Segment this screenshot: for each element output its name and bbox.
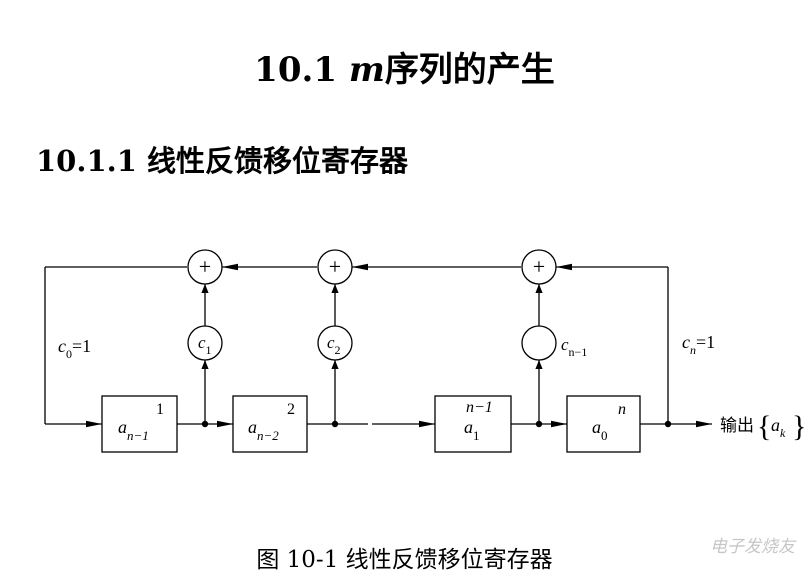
coef-label-2: c2 xyxy=(327,333,341,357)
junction-dot-2 xyxy=(331,420,339,428)
adder-plus-3: + xyxy=(533,254,545,279)
adder-3 xyxy=(521,249,557,285)
register-index-3: n−1 xyxy=(466,399,493,416)
coefficient-circle-3 xyxy=(521,325,557,361)
coef-label-3: cn−1 xyxy=(561,335,587,359)
register-index-2: 2 xyxy=(287,401,295,418)
register-index-4: n xyxy=(618,401,626,418)
register-box-1 xyxy=(101,395,178,453)
section-number: 10.1 xyxy=(254,50,337,90)
output-brace-left: { xyxy=(757,410,771,443)
register-content-1: an−1 xyxy=(118,417,149,443)
register-box-2 xyxy=(232,395,308,453)
figure-caption: 图 10-1 线性反馈移位寄存器 xyxy=(256,547,553,573)
coefficient-circle-2 xyxy=(317,325,353,361)
register-content-3: a1 xyxy=(464,417,480,443)
coefficient-circle-1 xyxy=(187,325,223,361)
adder-1 xyxy=(187,249,223,285)
register-content-4: a0 xyxy=(592,417,608,443)
watermark: 电子发烧友 xyxy=(710,537,795,557)
output-sequence: ak xyxy=(771,415,786,440)
register-index-1: 1 xyxy=(156,401,164,418)
junction-dot-1 xyxy=(201,420,209,428)
adder-2 xyxy=(317,249,353,285)
junction-dot-4 xyxy=(664,420,672,428)
section-title: 10.1 m序列的产生 xyxy=(0,42,809,91)
adder-plus-2: + xyxy=(329,254,341,279)
register-box-3 xyxy=(434,395,512,453)
output-label: 输出 xyxy=(720,416,754,436)
section-title-text: 序列的产生 xyxy=(384,50,555,90)
register-content-2: an−2 xyxy=(248,417,279,443)
subsection-title: 10.1.1 线性反馈移位寄存器 xyxy=(36,144,409,178)
c0-label: c0=1 xyxy=(58,336,91,361)
adder-plus-1: + xyxy=(199,254,211,279)
output-brace-right: } xyxy=(792,410,806,443)
register-box-4 xyxy=(566,395,641,453)
coef-label-1: c1 xyxy=(198,333,212,357)
section-m-italic: m xyxy=(348,50,385,90)
cn-label: cn=1 xyxy=(682,332,715,357)
junction-dot-3 xyxy=(535,420,543,428)
